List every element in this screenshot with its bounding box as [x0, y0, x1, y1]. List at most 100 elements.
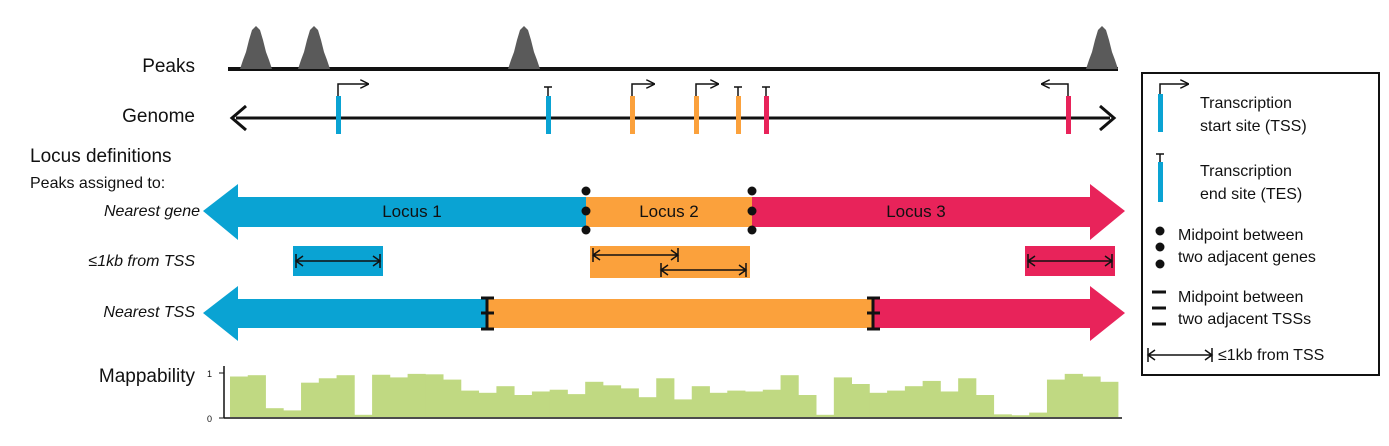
mappability-bar [1029, 412, 1048, 417]
mappability-bar [869, 392, 888, 417]
midpoint-dot-1a [581, 186, 591, 196]
peak-2 [298, 26, 330, 69]
mappability-bar [301, 382, 320, 417]
mappability-bar [425, 374, 444, 417]
legend-kb: ≤1kb from TSS [1146, 347, 1324, 364]
legend-tes-tick-icon [1156, 153, 1164, 162]
midpoint-dot-2b [747, 206, 757, 216]
kb-span-orange-2 [659, 263, 748, 277]
legend-tss-mark [1158, 94, 1163, 132]
nearest-tss-orange-bar [487, 299, 873, 328]
peaks-assigned-label: Peaks assigned to: [30, 175, 165, 192]
mappability-bar [887, 390, 906, 417]
locus-1-label: Locus 1 [382, 202, 442, 221]
mappability-bar [1064, 373, 1083, 417]
mappability-bar [851, 384, 870, 417]
mappability-bar [922, 380, 941, 417]
legend-tss-arrow-icon [1159, 84, 1188, 94]
mappability-bar [247, 375, 266, 417]
mappability-bar [354, 414, 373, 417]
nearest-tss-red-arrow [873, 286, 1125, 341]
midpoint-dot-1c [581, 225, 591, 235]
legend-dot-3 [1155, 259, 1165, 269]
mappability-bar [531, 391, 551, 417]
locus-1-arrow [203, 184, 586, 240]
gene-1-tes-tick [544, 86, 552, 96]
mappability-bar [1100, 381, 1119, 417]
mappability-bar [496, 386, 515, 417]
legend-midgene-line1: Midpoint between [1178, 227, 1303, 244]
mappability-bar [478, 392, 497, 417]
legend-dot-1 [1155, 226, 1165, 236]
locus-2-label: Locus 2 [639, 202, 699, 221]
mappability-bar [993, 414, 1012, 417]
kb-span-red [1026, 254, 1114, 268]
mappability-bar [833, 377, 852, 417]
mappability-bar [389, 377, 408, 417]
locus-definitions-label: Locus definitions [30, 146, 172, 167]
mappability-bar [904, 386, 924, 417]
gene-2-tss-arrow [631, 84, 654, 96]
mappability-bar [549, 389, 568, 417]
mappability-bar [1046, 379, 1066, 417]
mappability-bar [674, 399, 693, 417]
gene-1-tes-mark [546, 96, 551, 134]
genome-right-arrowhead [1099, 104, 1117, 132]
mappability-bar [745, 391, 764, 417]
tss-midpoint-2 [867, 296, 880, 331]
legend: Transcription start site (TSS) Transcrip… [1141, 72, 1380, 376]
legend-tes-line2: end site (TES) [1200, 186, 1302, 203]
mappability-bar [816, 414, 835, 417]
mappability-bar [1082, 376, 1101, 417]
nearest-tss-blue-arrow [203, 286, 487, 341]
peak-4 [1086, 26, 1118, 69]
kb-span-blue-arrows [294, 255, 382, 267]
mappability-bar [638, 397, 657, 417]
legend-kb-arrow-icon [1146, 348, 1214, 362]
legend-tss: Transcription start site (TSS) [1158, 84, 1307, 135]
gene-3-tes-tick [734, 86, 742, 96]
nearest-gene-label: Nearest gene [104, 203, 200, 220]
mappability-bar [958, 378, 977, 417]
mappability-bar [762, 389, 781, 417]
mappability-label: Mappability [99, 366, 196, 387]
mappability-bar [336, 375, 355, 417]
gene-3-tes-mark [736, 96, 741, 134]
legend-midgene-line2: two adjacent genes [1178, 249, 1316, 266]
within-1kb-track [293, 246, 1115, 278]
mappability-bar [460, 390, 480, 417]
mappability-bar [567, 394, 586, 417]
mappability-bar [585, 381, 604, 417]
mappability-bar [602, 385, 622, 417]
legend-midpoint-tss: Midpoint between two adjacent TSSs [1152, 289, 1311, 328]
legend-midpoint-genes: Midpoint between two adjacent genes [1155, 226, 1316, 269]
mappability-bar [1011, 415, 1030, 417]
mappability-bar [283, 410, 302, 417]
legend-tss-line1: Transcription [1200, 95, 1292, 112]
legend-kb-label: ≤1kb from TSS [1218, 347, 1324, 364]
peaks-label: Peaks [142, 56, 195, 77]
gene-1-mark [336, 96, 341, 134]
mappability-bar [940, 391, 959, 417]
legend-dash-icon [1152, 290, 1166, 326]
tss-midpoint-1 [481, 296, 494, 331]
within-1kb-label: ≤1kb from TSS [88, 253, 195, 270]
midpoint-dot-2a [747, 186, 757, 196]
gene-2-mark [630, 96, 635, 134]
kb-box-orange [590, 246, 750, 278]
legend-midtss-line1: Midpoint between [1178, 289, 1303, 306]
mappability-bar [230, 376, 249, 417]
midpoint-dot-1b [581, 206, 591, 216]
gene-1-tss-arrow [337, 84, 368, 96]
gene-3-tss-arrow [695, 84, 718, 96]
mappability-bar [656, 378, 675, 417]
legend-tes-mark [1158, 162, 1163, 202]
mappability-tick-0-label: 0 [207, 414, 212, 424]
locus-3-arrow [752, 184, 1125, 240]
mappability-bar [780, 375, 799, 417]
mappability-bar [443, 379, 462, 417]
mappability-bar [265, 408, 284, 417]
legend-dot-2 [1155, 242, 1165, 252]
mappability-bar [514, 395, 533, 417]
